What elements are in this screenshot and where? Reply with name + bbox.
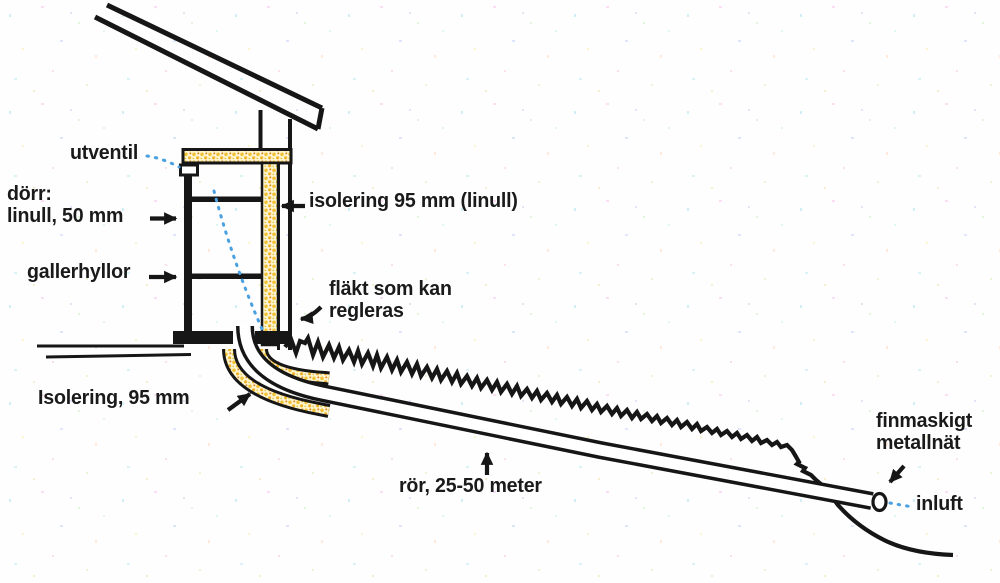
cabinet-floor-right [255,331,291,344]
label-fan-line2: regleras [329,300,404,322]
shelf-upper [192,196,262,202]
label-fan: fläkt som kan regleras [329,278,452,322]
roof-beam [93,2,325,132]
label-outlet-valve: utventil [70,142,139,164]
pipe-insulation-arrow [226,392,252,412]
wall-insulation-column [260,161,280,347]
label-wall-insulation: isolering 95 mm (linull) [309,190,518,212]
label-pipe: rör, 25-50 meter [399,475,542,497]
label-door-line2: linull, 50 mm [7,205,124,227]
outlet-valve [179,163,199,177]
cabinet-floor-left [173,331,233,344]
guide-dots [145,154,915,509]
fan-arrow [299,305,323,324]
label-inlet-air: inluft [916,493,963,515]
intake-pipe [236,325,874,510]
mesh-arrow [888,464,906,484]
label-mesh: finmaskigt metallnät [876,410,972,454]
label-pipe-insulation: Isolering, 95 mm [38,387,190,409]
storage-cabinet [173,148,293,347]
valve-guide-dots [145,154,181,169]
annotation-arrows [149,199,906,484]
inlet-guide-dots [888,501,915,509]
cabinet-top-plate [181,148,293,165]
label-door-line1: dörr: [7,183,52,205]
shelf-lower [192,273,262,279]
floor-line-lower [45,353,192,359]
label-mesh-line2: metallnät [876,432,961,454]
label-shelves: gallerhyllor [27,261,131,283]
label-mesh-line1: finmaskigt [876,410,973,432]
label-fan-line1: fläkt som kan [329,278,452,300]
label-door: dörr: linull, 50 mm [7,183,123,227]
cabinet-door-wall [184,175,192,342]
mesh-cap [871,491,888,513]
cabinet-guide-dots [212,189,264,331]
